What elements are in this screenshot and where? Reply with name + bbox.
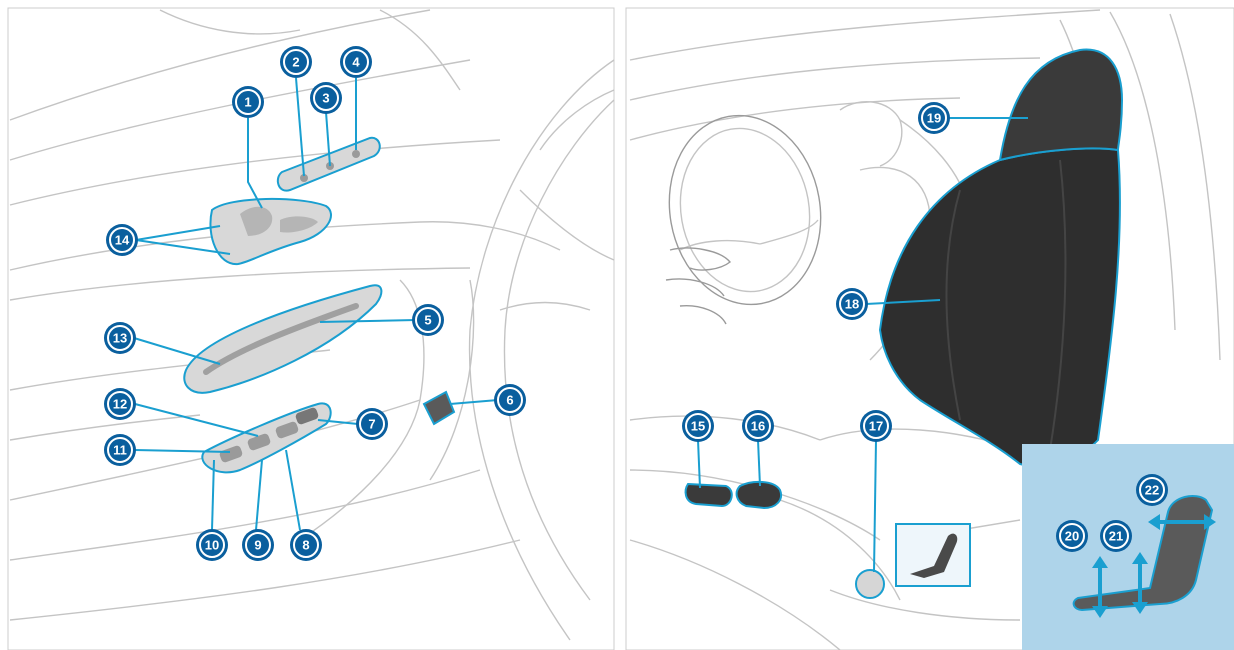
callout-1: 1 [232, 86, 264, 118]
seat-adjust-inset [896, 524, 970, 586]
callout-7-label: 7 [368, 417, 375, 432]
callout-14: 14 [106, 224, 138, 256]
callout-17-label: 17 [869, 419, 883, 434]
callout-17: 17 [860, 410, 892, 442]
seat-control-inset [1022, 444, 1234, 650]
callout-18: 18 [836, 288, 868, 320]
callout-18-label: 18 [845, 297, 859, 312]
callout-22-label: 22 [1145, 483, 1159, 498]
callout-9: 9 [242, 529, 274, 561]
callout-11-label: 11 [113, 443, 127, 458]
callout-15: 15 [682, 410, 714, 442]
callout-5: 5 [412, 304, 444, 336]
callout-13-label: 13 [113, 331, 127, 346]
callout-5-label: 5 [424, 313, 431, 328]
callout-8: 8 [290, 529, 322, 561]
seat-knob [856, 570, 884, 598]
callout-20: 20 [1056, 520, 1088, 552]
callout-21: 21 [1100, 520, 1132, 552]
callout-13: 13 [104, 322, 136, 354]
callout-22: 22 [1136, 474, 1168, 506]
callout-4: 4 [340, 46, 372, 78]
callout-1-label: 1 [244, 95, 251, 110]
callout-21-label: 21 [1109, 529, 1123, 544]
callout-16: 16 [742, 410, 774, 442]
callout-3: 3 [310, 82, 342, 114]
callout-9-label: 9 [254, 538, 261, 553]
callout-12: 12 [104, 388, 136, 420]
callout-19-label: 19 [927, 111, 941, 126]
callout-10: 10 [196, 529, 228, 561]
callout-6-label: 6 [506, 393, 513, 408]
callout-15-label: 15 [691, 419, 705, 434]
callout-10-label: 10 [205, 538, 219, 553]
callout-7: 7 [356, 408, 388, 440]
callout-2: 2 [280, 46, 312, 78]
callout-4-label: 4 [352, 55, 360, 70]
callout-6: 6 [494, 384, 526, 416]
callout-8-label: 8 [302, 538, 309, 553]
callout-19: 19 [918, 102, 950, 134]
callout-11: 11 [104, 434, 136, 466]
callout-2-label: 2 [292, 55, 299, 70]
callout-12-label: 12 [113, 397, 127, 412]
callout-16-label: 16 [751, 419, 765, 434]
callout-14-label: 14 [115, 233, 130, 248]
callout-20-label: 20 [1065, 529, 1079, 544]
callout-3-label: 3 [322, 91, 329, 106]
